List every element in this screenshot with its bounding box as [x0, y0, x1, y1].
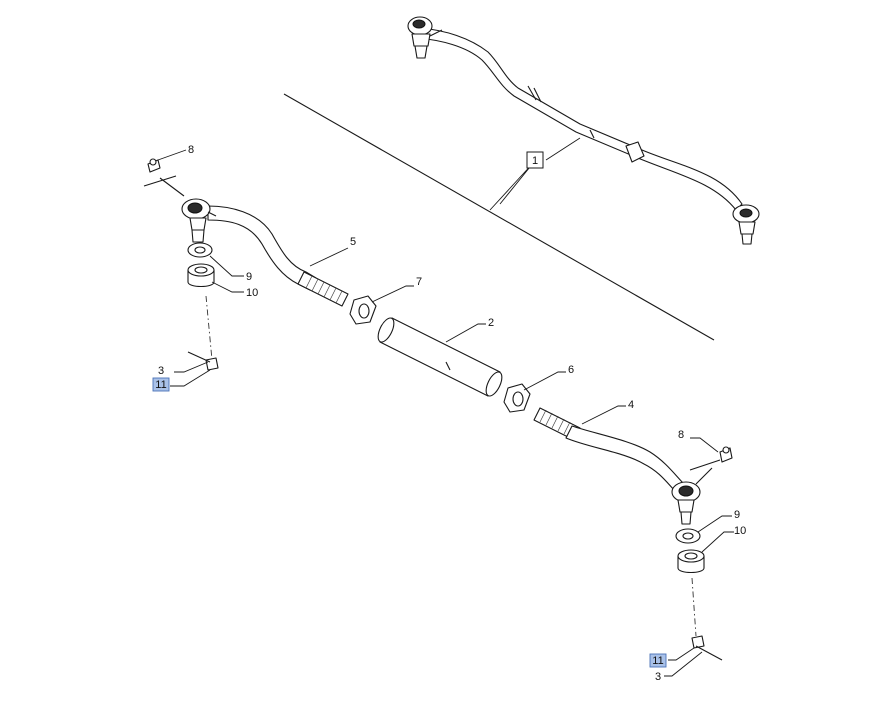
- left-tie-rod-end: [181, 198, 349, 307]
- left-washer: [187, 242, 213, 258]
- callout-8-right: 8: [678, 429, 684, 441]
- callout-8-left: 8: [188, 144, 194, 156]
- callout-4: 4: [628, 399, 634, 411]
- left-grease-nipple: [143, 158, 185, 197]
- callout-1: 1: [532, 155, 538, 167]
- right-bushing: [677, 549, 705, 574]
- callout-5: 5: [350, 236, 356, 248]
- callout-3-right: 3: [655, 671, 661, 683]
- upper-ball-joint: [407, 16, 443, 59]
- lock-nut-left: [349, 295, 377, 325]
- callout-3-left: 3: [158, 365, 164, 377]
- callout-2: 2: [488, 317, 494, 329]
- lower-ball-joint: [732, 204, 760, 245]
- assembled-tie-rod: 1: [283, 16, 760, 341]
- right-grease-nipple: [689, 446, 733, 485]
- callout-7: 7: [416, 276, 422, 288]
- right-castle-nut: [691, 635, 723, 661]
- right-tie-rod-end: [533, 407, 701, 525]
- callout-11-right: 11: [652, 655, 663, 667]
- callout-box-11-left: 11: [152, 377, 170, 392]
- left-castle-nut: [187, 351, 219, 371]
- left-bushing: [187, 263, 215, 288]
- callout-box-11-right: 11: [649, 653, 667, 668]
- callout-box-1: 1: [526, 151, 544, 169]
- lock-nut-right: [503, 383, 531, 413]
- callout-11-left: 11: [155, 379, 166, 391]
- adjusting-tube: [377, 317, 503, 397]
- callout-10-right: 10: [734, 525, 746, 537]
- right-washer: [675, 528, 701, 544]
- callout-9-left: 9: [246, 271, 252, 283]
- callout-10-left: 10: [246, 287, 258, 299]
- callout-9-right: 9: [734, 509, 740, 521]
- callout-6: 6: [568, 364, 574, 376]
- section-divider-line: [283, 93, 715, 341]
